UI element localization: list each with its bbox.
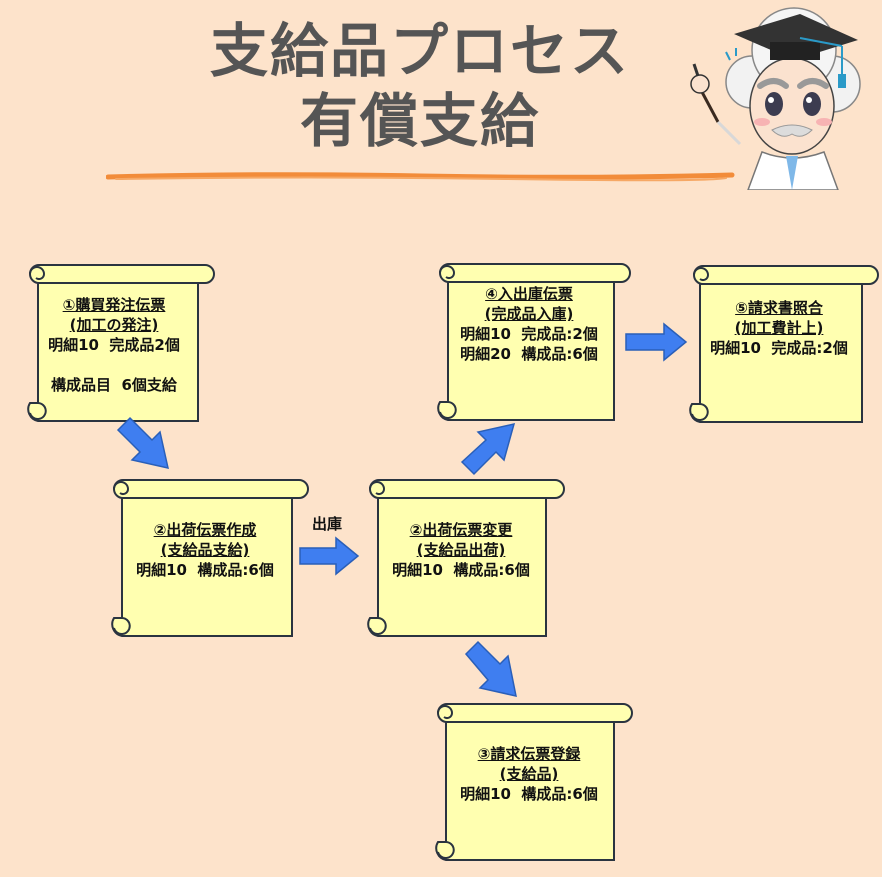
scroll-subheading: (支給品出荷) (416, 541, 506, 559)
scroll-shipping-change: ②出荷伝票変更 (支給品出荷) 明細10 構成品:6個 (352, 478, 568, 638)
arrow-icon (464, 640, 517, 697)
scroll-line: 明細10 完成品:2個 (710, 339, 848, 357)
scroll-invoice-matching: ⑤請求書照合 (加工費計上) 明細10 完成品:2個 (676, 264, 880, 424)
title-underline (106, 172, 735, 182)
scroll-heading: ①購買発注伝票 (62, 296, 166, 314)
scroll-subheading: (加工の発注) (69, 316, 159, 334)
scroll-shipping-create: ②出荷伝票作成 (支給品支給) 明細10 構成品:6個 (96, 478, 312, 638)
scroll-line: 明細10 構成品:6個 (392, 561, 530, 579)
scroll-line: 明細10 完成品:2個 (460, 325, 598, 343)
scroll-shape (27, 264, 215, 422)
arrow-icon (460, 422, 516, 476)
scroll-heading: ④入出庫伝票 (485, 285, 573, 303)
scroll-line: 明細20 構成品:6個 (460, 345, 598, 363)
scroll-heading: ⑤請求書照合 (735, 299, 823, 317)
page-title-line-1: 支給品プロセス (209, 17, 630, 85)
scroll-shape (437, 263, 631, 421)
scroll-shape (111, 479, 309, 637)
scroll-heading: ②出荷伝票作成 (153, 521, 257, 539)
arrow-icon (625, 322, 688, 362)
scroll-line: 明細10 完成品2個 (48, 336, 180, 354)
scroll-line: 明細10 構成品:6個 (136, 561, 274, 579)
scroll-shape (367, 479, 565, 637)
scroll-line: 明細10 構成品:6個 (460, 785, 598, 803)
scroll-subheading: (支給品支給) (160, 541, 250, 559)
professor-mascot-icon (690, 7, 861, 190)
scroll-subheading: (完成品入庫) (484, 305, 574, 323)
scroll-heading: ②出荷伝票変更 (409, 521, 513, 539)
page-title-line-2: 有償支給 (299, 87, 540, 155)
scroll-goods-movement: ④入出庫伝票 (完成品入庫) 明細10 完成品:2個 明細20 構成品:6個 (422, 262, 634, 422)
arrow-icon (116, 416, 169, 469)
scroll-shape (435, 703, 633, 861)
arrow-icon (299, 536, 360, 576)
scroll-line: ​ (30, 355, 198, 375)
scroll-billing-document: ③請求伝票登録 (支給品) 明細10 構成品:6個 (420, 702, 636, 862)
scroll-shape (689, 265, 879, 423)
scroll-subheading: (支給品) (499, 765, 559, 783)
scroll-purchase-order: ①購買発注伝票 (加工の発注) 明細10 完成品2個 ​ 構成品目 6個支給 (8, 263, 216, 423)
shukko-label: 出庫 (312, 515, 343, 533)
scroll-line: 構成品目 6個支給 (51, 376, 177, 394)
scroll-heading: ③請求伝票登録 (477, 745, 581, 763)
scroll-subheading: (加工費計上) (734, 319, 824, 337)
